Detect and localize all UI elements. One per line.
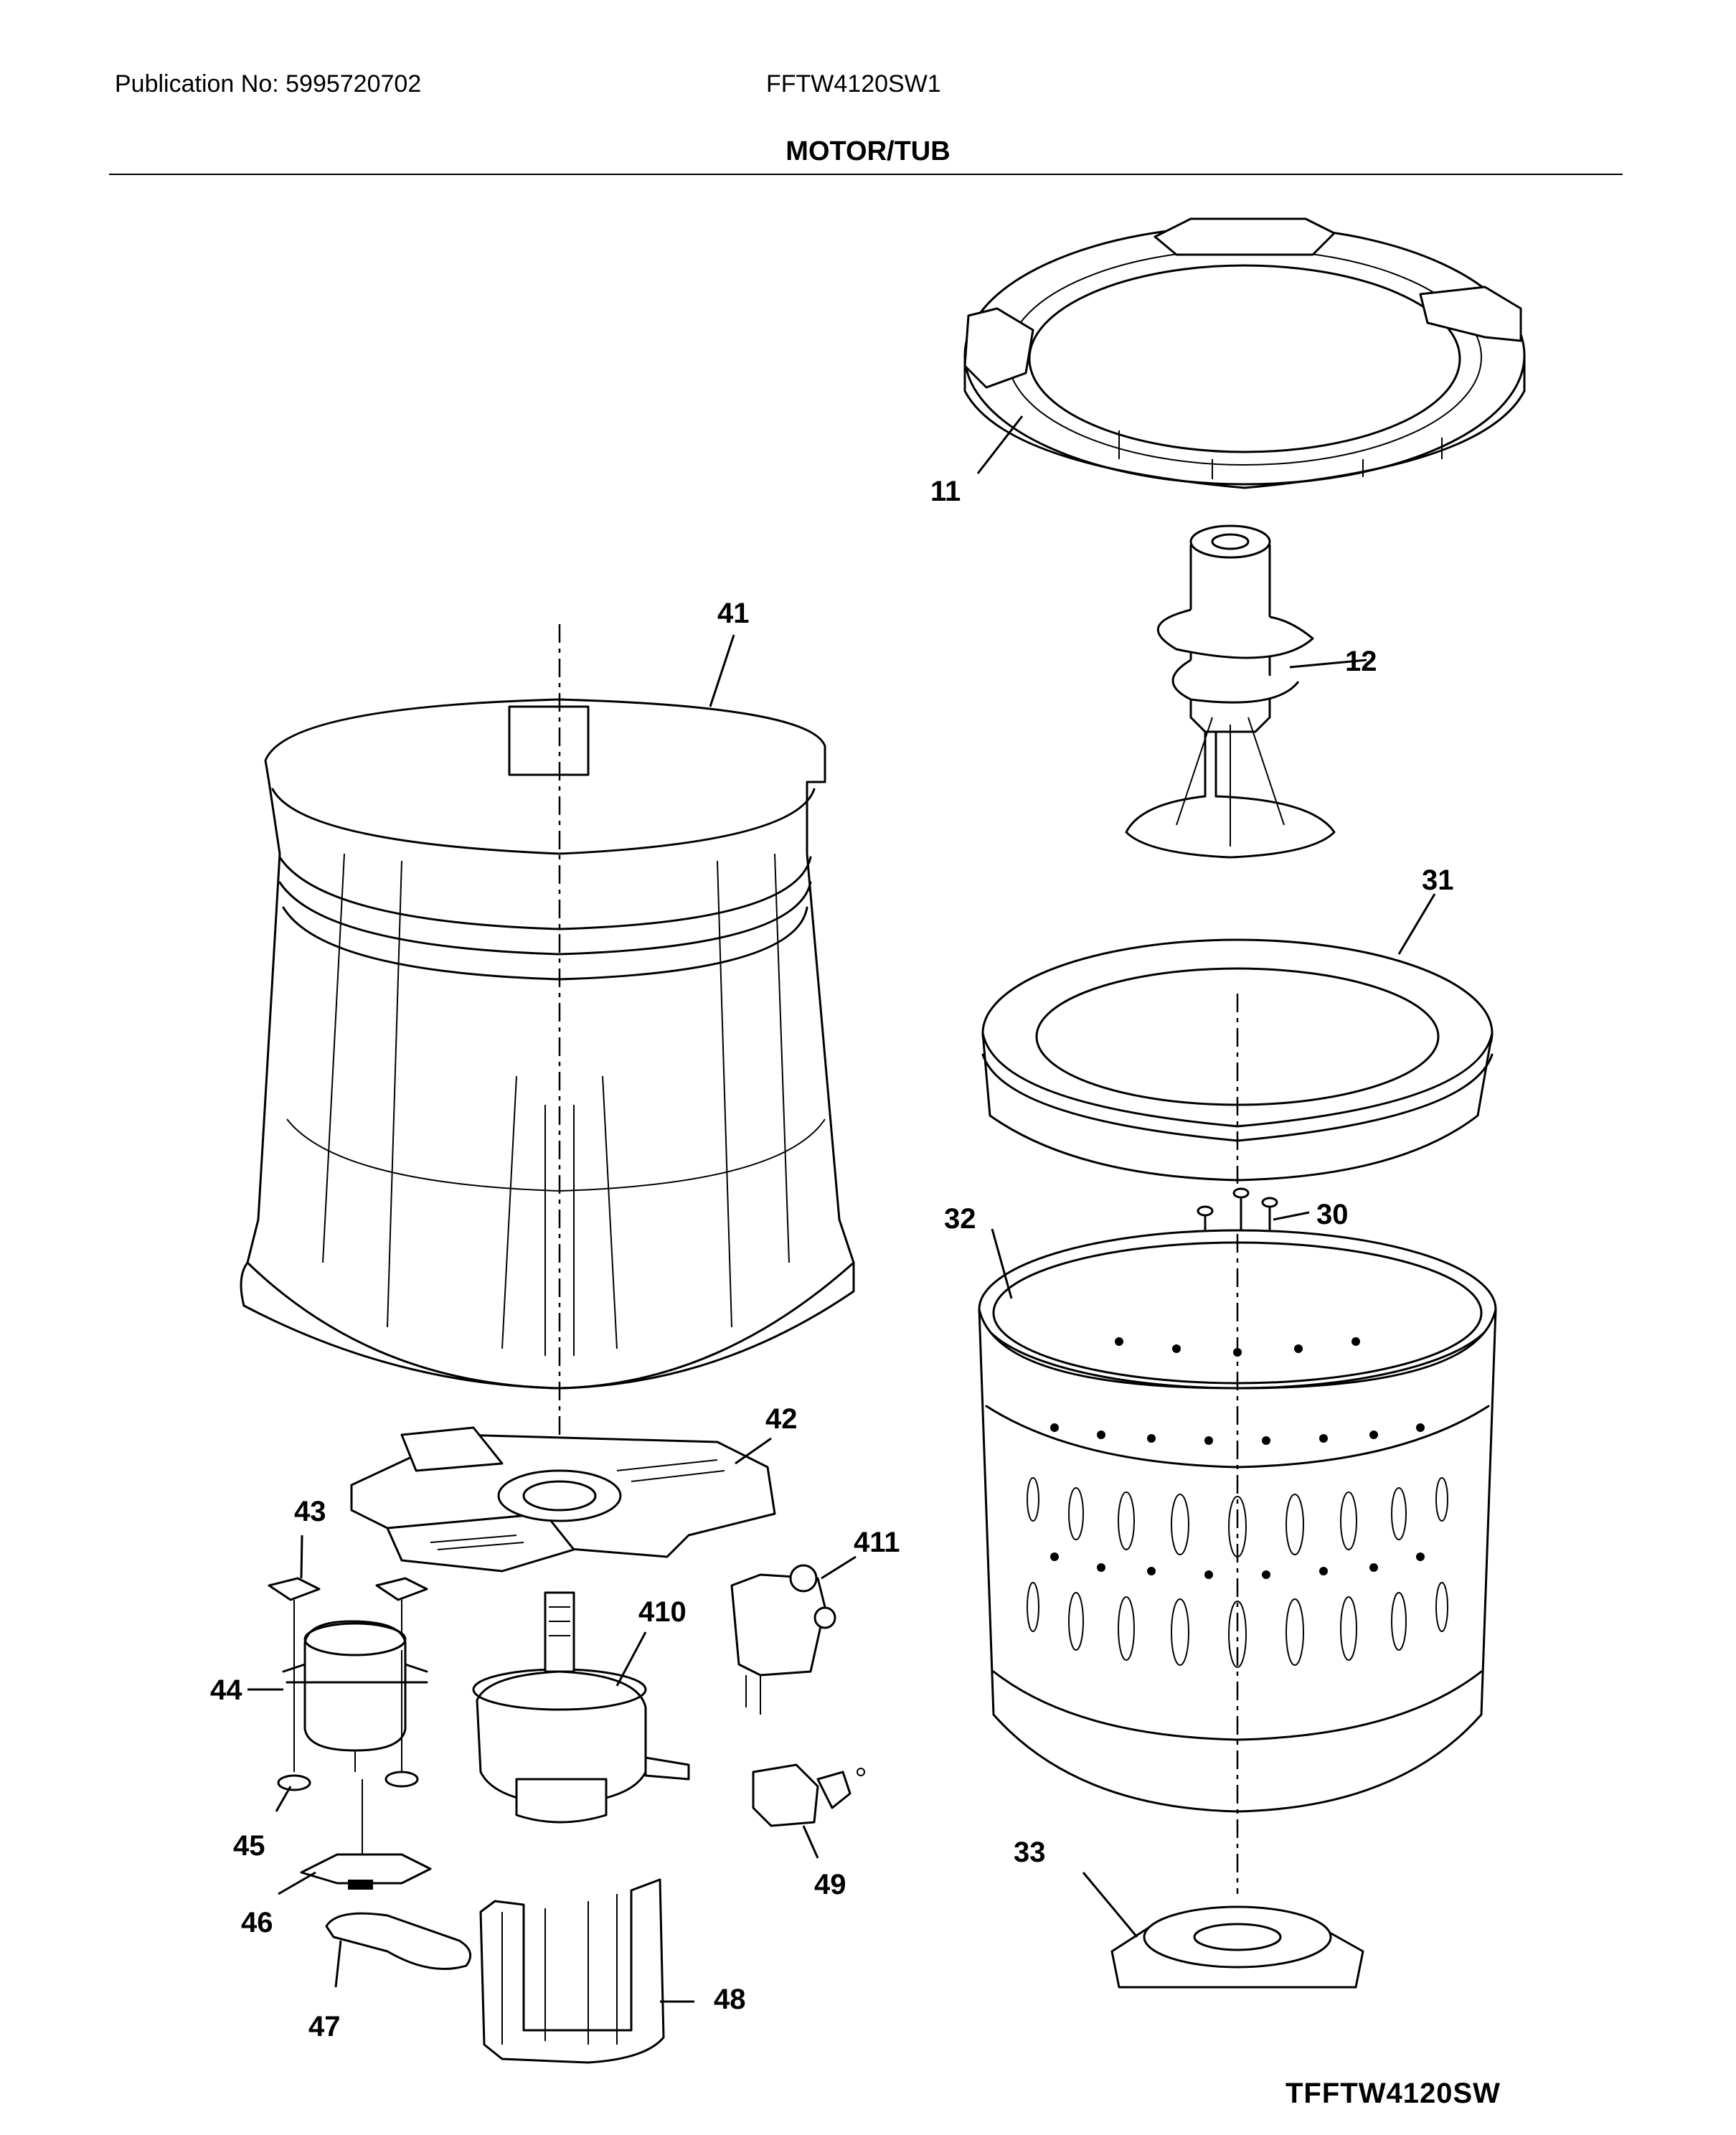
publication-number: Publication No: 5995720702 <box>115 70 422 98</box>
part-11-tub-ring <box>963 217 1526 489</box>
callout-45: 45 <box>233 1830 265 1862</box>
part-46-pulley <box>300 1779 432 1890</box>
section-title: MOTOR/TUB <box>786 136 950 166</box>
callout-33: 33 <box>1014 1837 1046 1868</box>
header-rule <box>109 174 1623 175</box>
callout-49: 49 <box>814 1869 846 1900</box>
callout-12: 12 <box>1345 646 1377 677</box>
part-45-mounts <box>277 1771 419 1791</box>
callout-31: 31 <box>1422 864 1454 896</box>
part-31-balance-ring <box>981 938 1494 1184</box>
part-12-agitator <box>1125 524 1336 859</box>
callout-41: 41 <box>717 598 750 629</box>
diagram-code: TFFTW4120SW <box>1286 2078 1501 2109</box>
part-44-motor <box>282 1620 428 1772</box>
part-410-drive-motor <box>472 1591 690 1824</box>
callout-47: 47 <box>308 2011 341 2042</box>
callout-42: 42 <box>765 1403 798 1435</box>
callout-32: 32 <box>944 1203 976 1235</box>
part-43-clips <box>268 1577 428 1650</box>
part-48-hose-channel <box>479 1878 665 2064</box>
part-32-spin-basket <box>978 1229 1497 1894</box>
callout-411: 411 <box>854 1527 900 1558</box>
callout-44: 44 <box>210 1674 242 1706</box>
part-47-belt <box>325 1912 472 1970</box>
part-411-water-valve <box>730 1564 836 1715</box>
callout-11: 11 <box>930 476 961 507</box>
callout-labels: 11 12 31 30 32 33 41 42 43 44 45 46 47 4… <box>210 476 1454 2042</box>
part-41-outer-tub <box>240 624 855 1435</box>
callout-30: 30 <box>1316 1199 1349 1230</box>
part-42-mounting-plate <box>350 1426 776 1573</box>
callout-48: 48 <box>714 1984 746 2015</box>
model-number: FFTW4120SW1 <box>766 70 941 98</box>
callout-410: 410 <box>638 1596 687 1628</box>
part-49-pressure-switch <box>752 1763 865 1827</box>
part-33-basket-hub <box>1110 1905 1364 1989</box>
callout-46: 46 <box>241 1907 273 1938</box>
leader-lines <box>247 415 1436 2003</box>
callout-43: 43 <box>294 1496 326 1527</box>
